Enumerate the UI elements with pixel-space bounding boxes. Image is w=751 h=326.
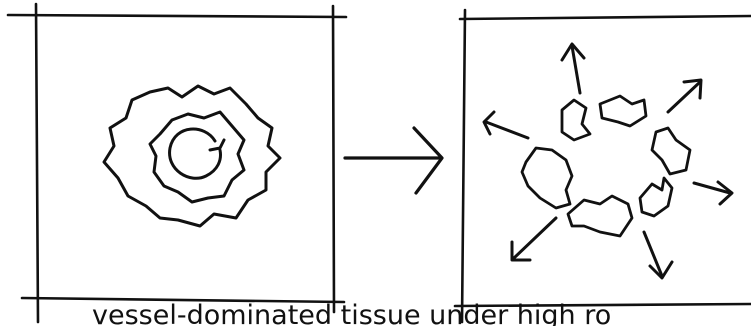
rotating-clump xyxy=(104,86,280,226)
right-panel-left-edge xyxy=(462,10,465,322)
arrow-up xyxy=(562,44,584,93)
rotation-arrow-head xyxy=(210,140,224,150)
fragment xyxy=(522,148,572,208)
arrow-up-right xyxy=(668,80,701,112)
fragment xyxy=(568,196,632,236)
fragment xyxy=(600,96,646,126)
fragments xyxy=(522,96,690,236)
right-panel-top-edge xyxy=(460,16,751,19)
arrow-down xyxy=(644,232,672,278)
arrow-left xyxy=(484,112,528,138)
rotation-arrow xyxy=(170,129,221,178)
left-panel-top-edge xyxy=(8,15,346,17)
fragment xyxy=(562,100,590,140)
figure-caption: vessel-dominated tissue under high rotat… xyxy=(92,296,612,326)
left-panel-left-edge xyxy=(36,4,38,322)
arrow-down-left xyxy=(512,218,556,260)
fragment xyxy=(652,128,690,174)
scatter-arrows xyxy=(484,44,732,278)
transition-arrow xyxy=(345,128,442,193)
left-panel xyxy=(8,4,346,322)
right-panel xyxy=(455,10,751,322)
left-panel-right-edge xyxy=(333,6,334,312)
fragment xyxy=(640,178,672,216)
arrow-right xyxy=(694,182,732,204)
